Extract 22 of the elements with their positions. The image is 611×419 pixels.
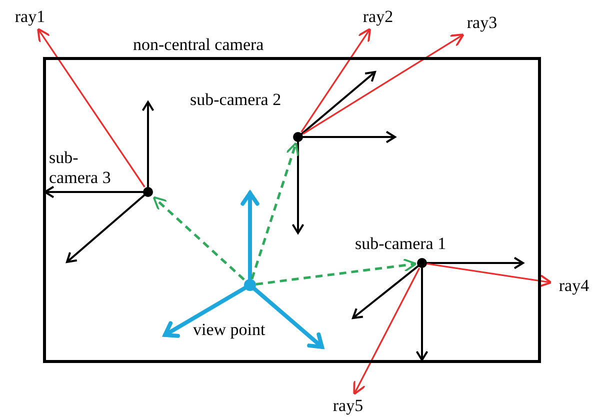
ray-arrow: [353, 268, 420, 396]
ray-arrow: [300, 28, 372, 132]
ray-arrow: [37, 28, 146, 188]
ray-label: ray5: [326, 395, 370, 417]
camera-label: sub-camera 2: [190, 90, 282, 110]
ray-label: ray3: [460, 12, 504, 34]
ray-label: ray4: [552, 275, 596, 297]
ray-arrow: [302, 34, 464, 135]
camera-center-dot: [293, 132, 303, 142]
frame-heading: non-central camera: [133, 35, 264, 55]
camera-label: view point: [193, 320, 266, 340]
camera-center-dot: [417, 258, 427, 268]
dashed-arrow: [152, 196, 245, 280]
dashed-arrow: [250, 142, 300, 280]
camera-center-dot: [143, 187, 153, 197]
camera-label: sub-camera 1: [355, 234, 448, 254]
ray-label: ray2: [356, 6, 400, 28]
dashed-arrow: [256, 258, 417, 286]
view-point-dot: [244, 279, 256, 291]
ray-label: ray1: [8, 6, 52, 28]
ray-arrow: [426, 262, 552, 288]
camera-label: sub-camera 3: [49, 148, 112, 188]
